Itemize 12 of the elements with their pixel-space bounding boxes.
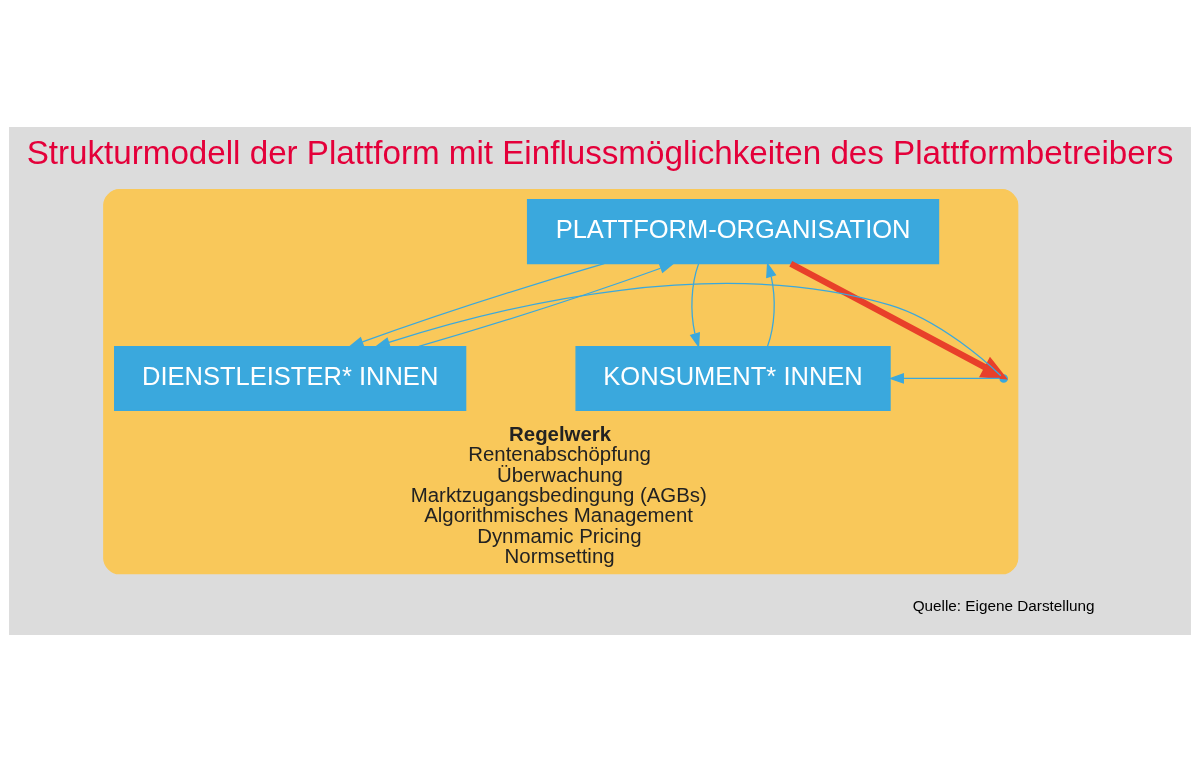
arrow <box>689 263 700 349</box>
node-box: DIENSTLEISTER* INNEN <box>114 345 467 411</box>
arrow <box>374 283 1002 377</box>
diagram-title: Strukturmodell der Plattform mit Einflussmöglichkeiten des Plattformbetreibers <box>26 133 1174 171</box>
arrow <box>348 263 605 348</box>
node-box: PLATTFORM-ORGANISATION <box>526 199 940 265</box>
arrow <box>766 262 777 347</box>
arrow <box>888 373 1001 384</box>
arrow <box>789 260 1008 380</box>
caption: Quelle: Eigene Darstellung <box>912 596 1095 614</box>
node-box: KONSUMENT* INNEN <box>575 345 891 411</box>
arrow <box>418 263 675 348</box>
